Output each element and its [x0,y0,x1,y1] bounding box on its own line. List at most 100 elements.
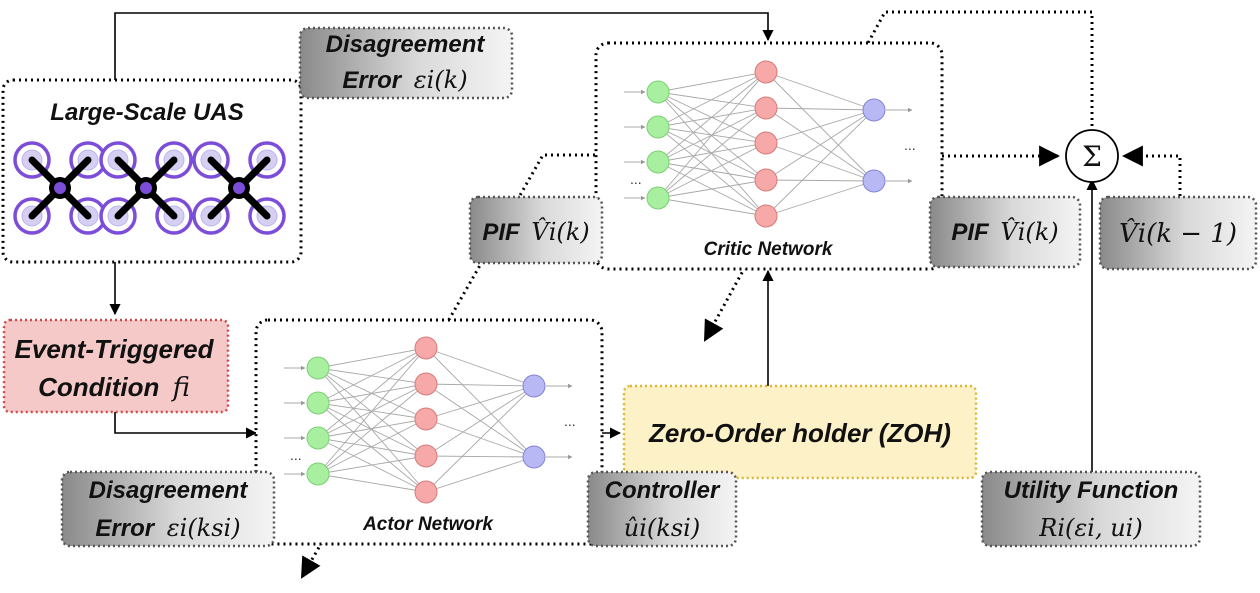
critic-edge [765,71,875,111]
critic-edge [657,91,767,181]
actor-edge [317,347,427,439]
controller-label: Controller ûi(ksi) [586,470,738,548]
dotted-connectors [300,10,1182,579]
actor-hidden-node [414,480,438,504]
critic-edge [657,142,767,199]
actor-edge [317,455,427,475]
critic-neural-net: ...... [624,60,916,228]
v-prev-label: V̂i(k − 1) [1098,195,1258,271]
drone-core [233,182,245,194]
critic-edge [765,109,875,181]
critic-output-node [862,98,886,122]
disagreement-top-math: εi(k) [414,66,468,94]
critic-input-node [646,80,670,104]
utility-math: Ri(εi, ui) [1038,514,1142,542]
event-line2: Condition fi [38,372,190,403]
disagreement-bottom-math: εi(ksi) [167,514,241,542]
critic-edge [657,71,767,128]
actor-edge [317,473,427,493]
actor-edge [317,402,427,493]
actor-network-box: ...... Actor Network [254,318,604,546]
sum-symbol: Σ [1082,140,1102,173]
actor-hidden-node [414,336,438,360]
event-line1: Event-Triggered [15,334,215,364]
disagreement-bottom-line2: Error εi(ksi) [95,514,240,542]
actor-edge [317,418,427,475]
actor-edge [425,383,535,387]
pif-left-math: V̂i(k) [531,218,589,246]
critic-hidden-node [754,168,778,192]
actor-edges [284,347,573,493]
actor-edge [425,418,535,458]
critic-edge [657,71,767,163]
event-condition-word: Condition [38,372,159,402]
drone-icon [192,141,286,235]
critic-network-box: ...... Critic Network [594,41,944,271]
pif-left-text: PIF V̂i(k) [482,218,589,246]
critic-edge [765,109,875,144]
critic-ellipsis-output: ... [904,137,916,153]
drone-icon [13,141,107,235]
actor-input-node [306,391,330,415]
actor-input-node [306,426,330,450]
critic-edge [765,107,875,111]
actor-label: Actor Network [362,514,494,535]
critic-output-node [862,169,886,193]
critic-hidden-node [754,131,778,155]
critic-edge [657,107,767,199]
controller-line1: Controller [605,477,721,504]
zoh-box: Zero-Order holder (ZOH) [622,384,978,480]
critic-edge [765,109,875,217]
critic-edge [657,71,767,93]
actor-edge [317,347,427,475]
actor-input-node [306,356,330,380]
controller-math: ûi(ksi) [624,514,700,542]
drone-core [54,182,66,194]
critic-input-node [646,150,670,174]
disagreement-top-line2: Error εi(k) [342,66,467,94]
disagreement-top-line1: Disagreement [326,31,486,58]
pif-left-label: PIF V̂i(k) [468,195,604,265]
v-prev-math: V̂i(k − 1) [1119,218,1237,249]
critic-edge [657,179,767,199]
actor-output-node [522,445,546,469]
utility-line1: Utility Function [1004,477,1179,504]
critic-input-node [646,186,670,210]
critic-hidden-node [754,204,778,228]
actor-hidden-node [414,407,438,431]
pif-right-bold: PIF [951,219,990,246]
actor-edge [317,367,427,457]
disagreement-bottom-line1: Disagreement [89,477,249,504]
actor-hidden-node [414,372,438,396]
actor-edge [425,385,535,420]
critic-input-node [646,115,670,139]
vprev-to-sum-connector [1121,145,1182,196]
actor-ellipsis-input: ... [290,447,302,463]
actor-hidden-node [414,444,438,468]
sum-node: Σ [1065,129,1119,183]
critic-hidden-node [754,96,778,120]
actor-input-node [306,462,330,486]
actor-neural-net: ...... [284,336,576,504]
drone-icon [99,141,193,235]
pif-right-label: PIF V̂i(k) [928,195,1082,269]
actor-edge [425,347,535,387]
pif-right-text: PIF V̂i(k) [951,218,1058,246]
critic-label: Critic Network [704,239,834,260]
critic-edge [657,126,767,217]
connectors [109,12,1098,472]
critic-edge [765,180,875,217]
actor-edge [317,383,427,475]
pif-right-math: V̂i(k) [1000,218,1058,246]
zoh-label: Zero-Order holder (ZOH) [648,418,951,448]
critic-edge [765,142,875,182]
sum-to-critic-update-connector [703,10,1094,342]
event-math: fi [171,373,190,403]
disagreement-bottom-error-word: Error [95,515,155,542]
critic-edge [657,71,767,199]
actor-edge [425,385,535,493]
actor-ellipsis-output: ... [564,413,576,429]
critic-hidden-node [754,60,778,84]
actor-edge [317,347,427,404]
uas-to-critic-connector [114,12,774,80]
